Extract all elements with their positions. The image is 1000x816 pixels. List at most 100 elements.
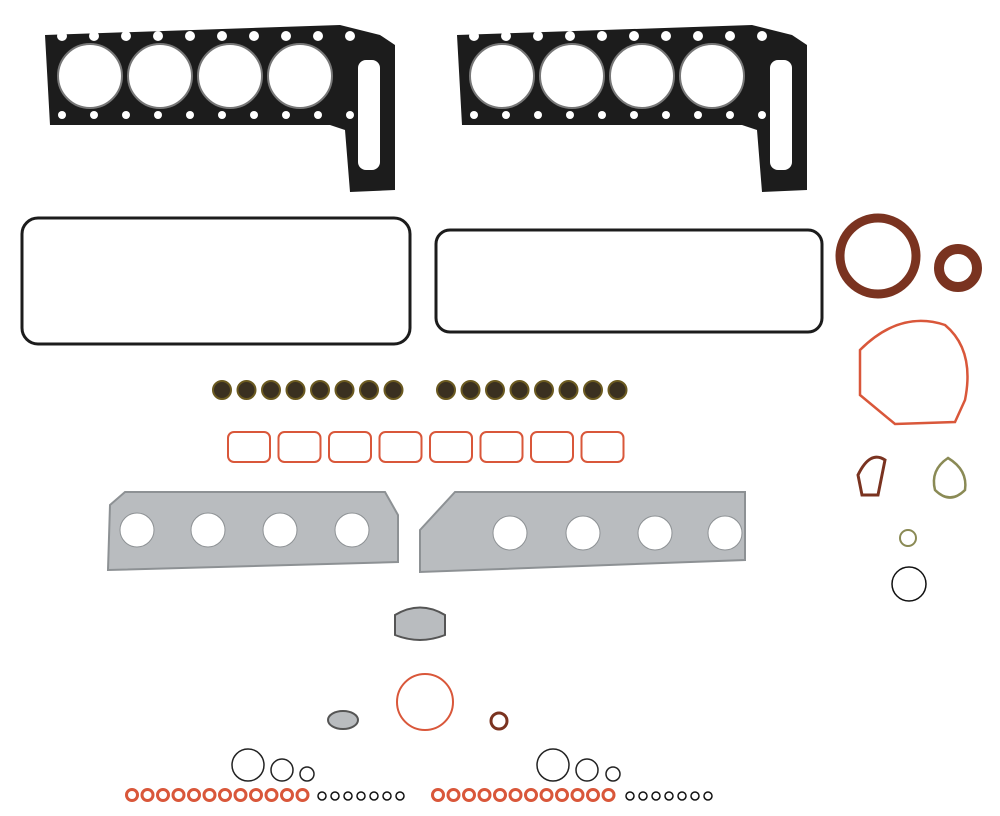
- bolt-hole: [694, 111, 702, 119]
- timing-cutout: [358, 60, 380, 170]
- cylinder-bore: [539, 43, 605, 109]
- bolt-hole: [121, 31, 131, 41]
- sensor-gasket: [327, 710, 359, 730]
- rear-main-seal: [835, 213, 921, 299]
- bolt-hole: [89, 31, 99, 41]
- cylinder-bore: [197, 43, 263, 109]
- orange-o-ring: [555, 788, 569, 802]
- bolt-hole: [598, 111, 606, 119]
- cylinder-bore: [609, 43, 675, 109]
- exhaust-port: [637, 515, 673, 551]
- black-o-ring: [677, 791, 687, 801]
- orange-o-ring: [493, 788, 507, 802]
- bolt-hole: [470, 111, 478, 119]
- black-o-ring: [664, 791, 674, 801]
- orange-o-ring: [524, 788, 538, 802]
- exhaust-manifold-gasket: [106, 491, 399, 572]
- orange-o-ring: [477, 788, 492, 802]
- orange-o-ring: [202, 788, 217, 802]
- o-ring-row: [125, 788, 713, 802]
- intake-port-gasket: [429, 431, 473, 463]
- black-o-ring: [369, 791, 379, 801]
- black-o-ring: [690, 791, 700, 801]
- orange-o-ring: [280, 788, 294, 802]
- bolt-hole: [218, 111, 226, 119]
- bolt-hole: [725, 31, 735, 41]
- bolt-hole: [533, 31, 543, 41]
- exhaust-port: [190, 512, 226, 548]
- orange-o-ring: [295, 788, 310, 802]
- intake-port-gaskets: [227, 431, 625, 463]
- bolt-hole: [662, 111, 670, 119]
- orange-o-ring: [539, 788, 554, 802]
- valve-stem-seal: [261, 380, 281, 400]
- bolt-hole: [282, 111, 290, 119]
- exhaust-port: [334, 512, 370, 548]
- bolt-hole: [57, 31, 67, 41]
- bolt-hole: [313, 31, 323, 41]
- black-o-ring: [703, 791, 713, 801]
- bolt-hole: [501, 31, 511, 41]
- valve-stem-seal: [436, 380, 456, 400]
- intake-port-gasket: [378, 431, 423, 463]
- front-crank-seal: [934, 244, 982, 292]
- bolt-hole: [726, 111, 734, 119]
- o-ring: [270, 758, 294, 782]
- valve-stem-seal: [359, 380, 379, 400]
- black-o-ring: [317, 791, 327, 801]
- intake-port-gasket: [479, 431, 524, 463]
- black-o-ring: [638, 791, 648, 801]
- cylinder-bore: [127, 43, 193, 109]
- cylinder-bore: [679, 43, 745, 109]
- orange-o-ring: [156, 788, 170, 802]
- valve-cover-gaskets: [20, 216, 824, 346]
- black-o-ring: [343, 791, 353, 801]
- black-o-ring: [651, 791, 661, 801]
- orange-o-ring: [508, 788, 523, 802]
- egr-gasket: [394, 606, 446, 641]
- head-gaskets: [45, 25, 807, 192]
- valve-cover-gasket: [20, 216, 412, 346]
- valve-stem-seal: [310, 380, 330, 400]
- bolt-hole: [661, 31, 671, 41]
- bolt-hole: [346, 111, 354, 119]
- bolt-hole: [597, 31, 607, 41]
- bolt-hole: [630, 111, 638, 119]
- orange-o-ring: [601, 788, 616, 802]
- orange-o-ring: [264, 788, 279, 802]
- bolt-hole: [566, 111, 574, 119]
- o-ring: [299, 766, 315, 782]
- valve-cover-gasket: [434, 228, 824, 334]
- valve-stem-seals: [212, 380, 628, 400]
- bolt-hole: [185, 31, 195, 41]
- valve-stem-seal: [558, 380, 579, 400]
- bolt-hole: [502, 111, 510, 119]
- bolt-hole: [58, 111, 66, 119]
- intake-port-gasket: [277, 431, 322, 463]
- intake-port-gasket: [580, 431, 625, 463]
- bolt-hole: [122, 111, 130, 119]
- bolt-hole: [250, 111, 258, 119]
- valve-stem-seal: [285, 380, 306, 400]
- valve-stem-seal: [212, 380, 232, 400]
- intake-port-gasket: [530, 431, 574, 463]
- valve-stem-seal: [236, 380, 257, 400]
- orange-o-ring: [586, 788, 600, 802]
- valve-stem-seal: [383, 380, 404, 400]
- intake-port-gasket: [227, 431, 271, 463]
- black-o-ring: [330, 791, 340, 801]
- orange-o-ring: [140, 788, 155, 802]
- orange-o-ring: [570, 788, 585, 802]
- oil-filter-gasket: [932, 456, 967, 499]
- thermostat-gasket: [856, 455, 887, 497]
- valve-stem-seal: [460, 380, 481, 400]
- o-ring: [891, 566, 927, 602]
- valve-stem-seal: [583, 380, 603, 400]
- exhaust-port: [707, 515, 743, 551]
- bolt-hole: [90, 111, 98, 119]
- orange-o-ring: [446, 788, 461, 802]
- bolt-hole: [693, 31, 703, 41]
- black-o-ring: [625, 791, 635, 801]
